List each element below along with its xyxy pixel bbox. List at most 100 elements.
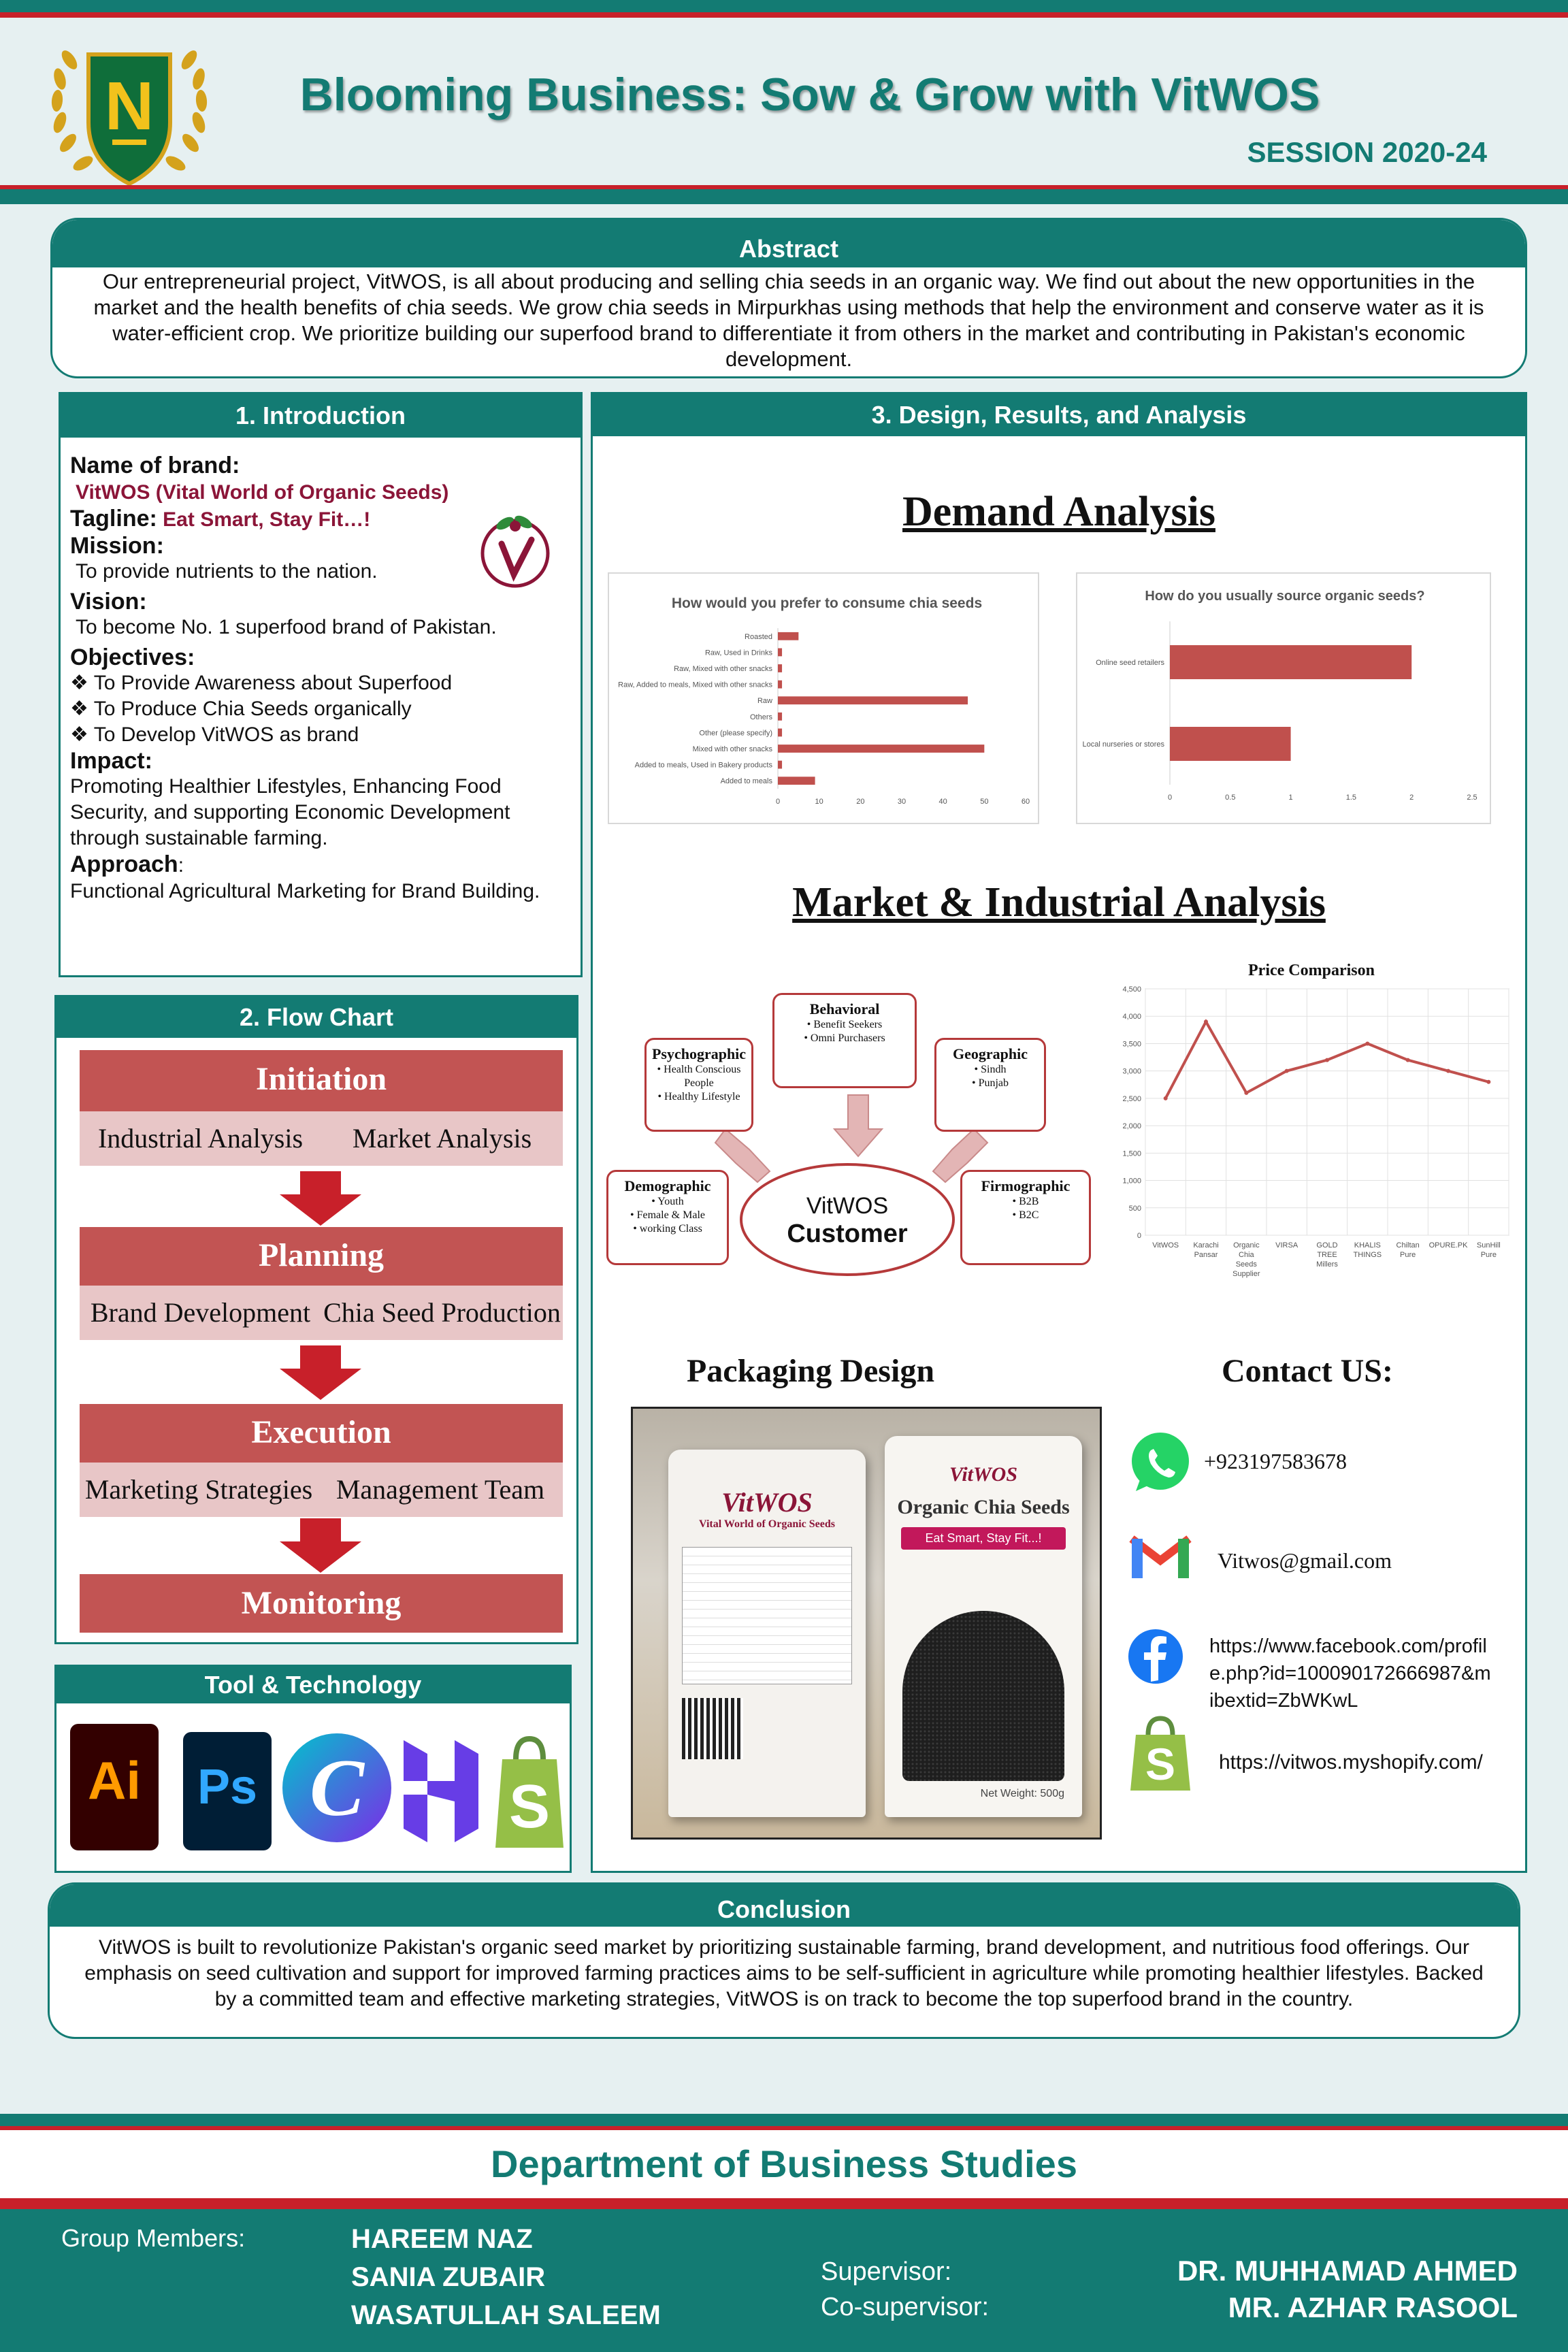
hostinger-icon <box>397 1733 485 1849</box>
group-members-list: HAREEM NAZ SANIA ZUBAIR WASATULLAH SALEE… <box>351 2220 661 2334</box>
svg-text:S: S <box>1145 1739 1175 1789</box>
contact-facebook[interactable]: https://www.facebook.com/profile.php?id=… <box>1209 1635 1491 1712</box>
bar <box>778 632 799 640</box>
segment-point: • Sindh <box>974 1064 1007 1075</box>
price-comparison-title: Price Comparison <box>1248 962 1375 979</box>
x-tick-label: 60 <box>1022 798 1030 806</box>
segment-title: Firmographic <box>981 1177 1071 1194</box>
x-tick-label: 1.5 <box>1346 794 1356 802</box>
center-line-2: Customer <box>787 1220 908 1248</box>
chia-seeds-window <box>902 1611 1064 1781</box>
x-tick-label: 30 <box>898 798 906 806</box>
category-label: Mixed with other snacks <box>693 745 773 753</box>
contact-shop-url[interactable]: https://vitwos.myshopify.com/ <box>1219 1751 1483 1774</box>
flow-arrow-down-icon <box>280 1518 361 1573</box>
objective-text: To Develop VitWOS as brand <box>93 723 359 746</box>
category-label: Raw, Mixed with other snacks <box>674 665 772 673</box>
brand-name-value: VitWOS (Vital World of Organic Seeds) <box>76 481 449 504</box>
packaging-photo: VitWOS Vital World of Organic Seeds VitW… <box>631 1407 1102 1840</box>
segment-point: • Benefit Seekers <box>806 1019 883 1030</box>
category-label: Added to meals <box>721 777 773 785</box>
y-tick-label: 2,000 <box>1122 1122 1141 1130</box>
package-front: VitWOS Organic Chia Seeds Eat Smart, Sta… <box>885 1436 1082 1817</box>
source-seeds-chart-title: How do you usually source organic seeds? <box>1145 589 1425 604</box>
flow-sub-brand-development: Brand Development <box>80 1286 321 1340</box>
y-tick-label: 0 <box>1137 1232 1141 1240</box>
department-name: Department of Business Studies <box>491 2142 1077 2185</box>
category-label: Local nurseries or stores <box>1083 740 1165 749</box>
x-tick-label: 50 <box>980 798 988 806</box>
flow-arrow-down-icon <box>280 1345 361 1400</box>
design-results-heading: 3. Design, Results, and Analysis <box>593 394 1525 436</box>
qr-code-icon <box>682 1698 743 1759</box>
category-label: Other (please specify) <box>699 729 772 737</box>
impact-value: Promoting Healthier Lifestyles, Enhancin… <box>70 775 510 849</box>
data-point <box>1405 1058 1410 1062</box>
segment-point: • B2C <box>1012 1209 1039 1221</box>
university-logo: N <box>41 27 218 191</box>
data-point <box>1163 1096 1168 1100</box>
conclusion-text: VitWOS is built to revolutionize Pakista… <box>84 1936 1484 2010</box>
consume-chia-chart-title: How would you prefer to consume chia see… <box>671 595 983 611</box>
cosupervisor-label: Co-supervisor: <box>821 2293 990 2321</box>
flow-chart-heading: 2. Flow Chart <box>56 997 576 1038</box>
segment-behavioral: Behavioral • Benefit Seekers • Omni Purc… <box>772 993 917 1088</box>
data-point <box>1325 1058 1329 1062</box>
x-tick-label: 2 <box>1409 794 1414 802</box>
segment-title: Geographic <box>953 1045 1028 1062</box>
cosupervisor-name: MR. AZHAR RASOOL <box>1228 2291 1518 2323</box>
photoshop-icon: Ps <box>183 1732 272 1850</box>
segment-demographic: Demographic • Youth • Female & Male • wo… <box>606 1170 729 1265</box>
footer-red-line <box>0 2198 1568 2209</box>
flow-sub-market-analysis: Market Analysis <box>321 1111 563 1166</box>
segment-point: • Punjab <box>971 1077 1009 1089</box>
contact-phone[interactable]: +923197583678 <box>1204 1449 1348 1473</box>
segment-firmographic: Firmographic • B2B • B2C <box>960 1170 1091 1265</box>
bar <box>778 680 783 689</box>
supervisor-name: DR. MUHHAMAD AHMED <box>1177 2255 1518 2287</box>
package-front-brand: VitWOS <box>949 1463 1018 1486</box>
abstract-panel: Abstract Our entrepreneurial project, Vi… <box>50 218 1527 378</box>
top-teal-band <box>0 0 1568 12</box>
y-tick-label: 3,500 <box>1122 1040 1141 1048</box>
supervisor-names: DR. MUHHAMAD AHMED MR. AZHAR RASOOL <box>1089 2253 1518 2326</box>
x-tick-label: 1 <box>1289 794 1293 802</box>
footer-teal-top <box>0 2114 1568 2126</box>
segment-point: • B2B <box>1012 1196 1039 1207</box>
segment-point: • Youth <box>651 1196 684 1207</box>
x-tick-label: 2.5 <box>1467 794 1477 802</box>
flow-sub-management-team: Management Team <box>318 1463 563 1517</box>
conclusion-heading: Conclusion <box>50 1884 1518 1927</box>
abstract-text: Our entrepreneurial project, VitWOS, is … <box>93 270 1484 371</box>
bar <box>778 648 783 657</box>
package-back: VitWOS Vital World of Organic Seeds <box>668 1450 866 1817</box>
bar <box>778 696 968 705</box>
approach-label: Approach <box>70 851 178 877</box>
y-tick-label: 4,000 <box>1122 1013 1141 1021</box>
bar <box>1170 727 1291 761</box>
segment-title: Behavioral <box>809 1000 880 1017</box>
y-tick-label: 3,000 <box>1122 1068 1141 1076</box>
data-point <box>1446 1068 1450 1073</box>
data-point <box>1486 1079 1491 1084</box>
member-name: HAREEM NAZ <box>351 2224 533 2254</box>
objective-text: To Provide Awareness about Superfood <box>93 672 453 694</box>
x-tick-label: VIRSA <box>1275 1241 1298 1250</box>
conclusion-panel: Conclusion VitWOS is built to revolution… <box>48 1882 1520 2039</box>
flow-stage-initiation: Initiation <box>80 1050 563 1111</box>
photoshop-icon-label: Ps <box>197 1760 258 1814</box>
approach-colon: : <box>178 854 184 877</box>
contact-email[interactable]: Vitwos@gmail.com <box>1218 1548 1392 1573</box>
mission-value: To provide nutrients to the nation. <box>76 560 378 583</box>
bar <box>778 777 815 785</box>
plot-area <box>1145 988 1509 1236</box>
y-tick-label: 1,500 <box>1122 1149 1141 1158</box>
shopify-store-icon: S <box>1126 1714 1194 1793</box>
gmail-icon <box>1126 1529 1194 1584</box>
canva-icon: C <box>282 1733 391 1842</box>
category-label: Roasted <box>745 633 772 641</box>
tagline-value: Eat Smart, Stay Fit…! <box>163 508 371 531</box>
x-tick-label: 0 <box>776 798 780 806</box>
logo-letter: N <box>105 68 154 144</box>
